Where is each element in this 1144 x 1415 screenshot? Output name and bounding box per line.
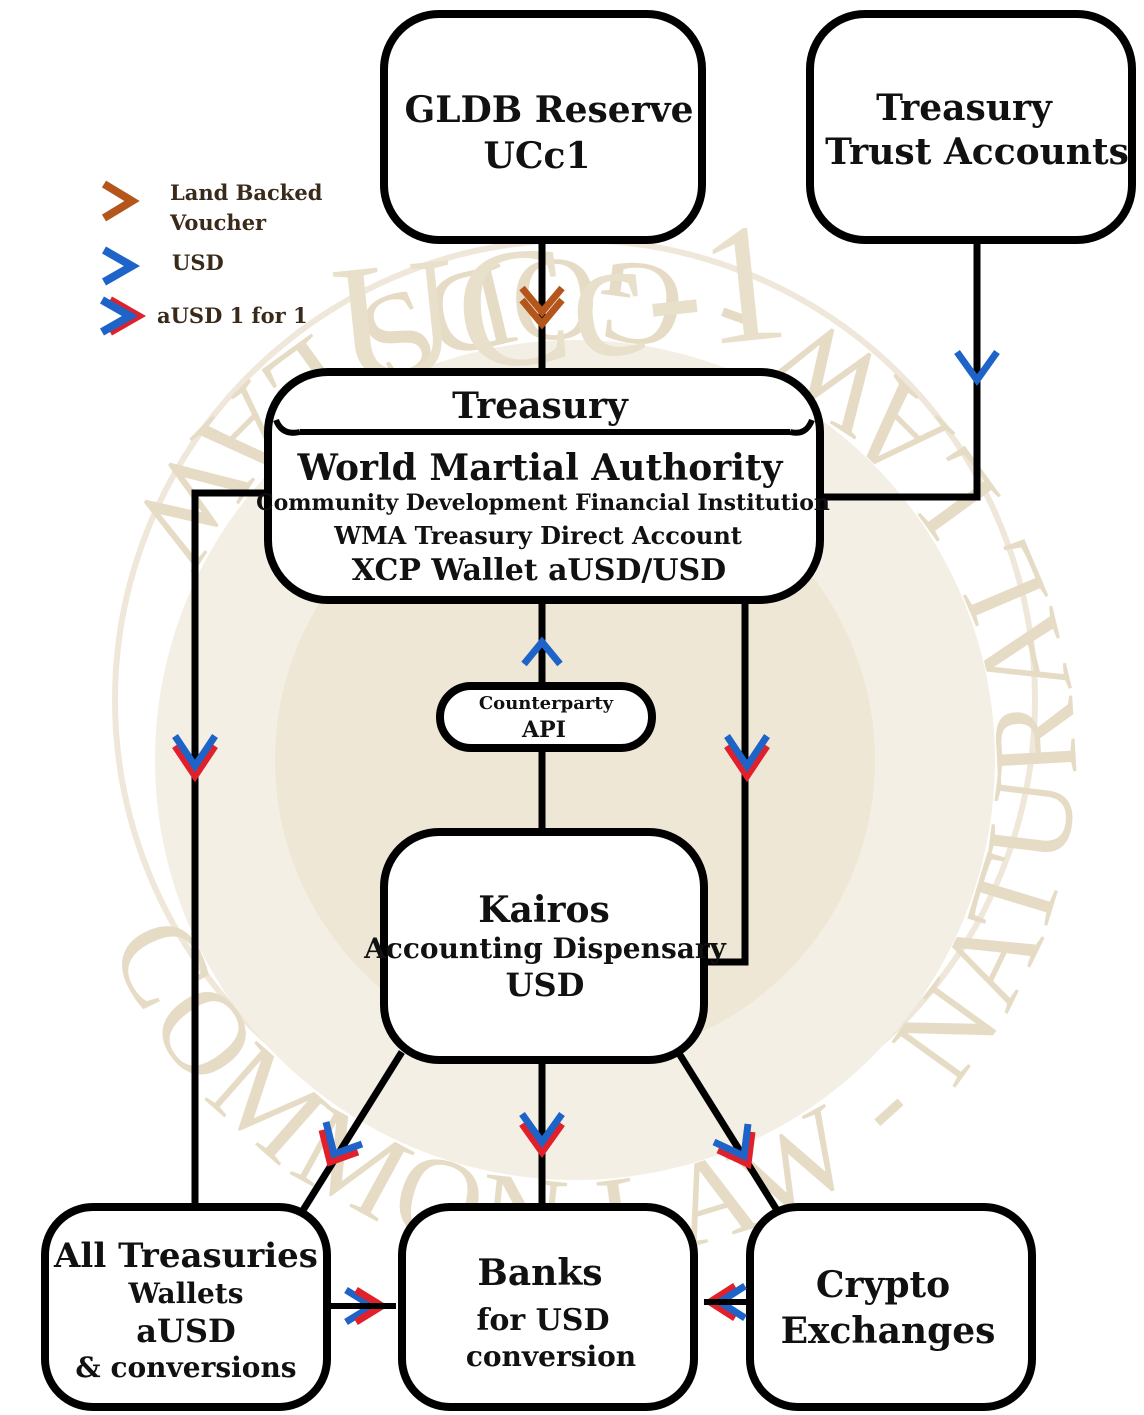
api-line1: Counterparty (479, 693, 614, 714)
ausd-arrow-to-banks-icon (519, 1121, 565, 1159)
legend: Land Backed Voucher USD aUSD 1 for 1 (100, 180, 323, 336)
all-treasuries-ausd: aUSD (136, 1312, 236, 1350)
gldb-reserve-title: GLDB Reserve (404, 89, 693, 131)
treasury-line-xcp-wallet: XCP Wallet aUSD/USD (352, 553, 726, 588)
crypto-title: Crypto (816, 1264, 950, 1306)
crypto-line2: Exchanges (781, 1310, 996, 1352)
legend-land-voucher-line2: Voucher (169, 210, 267, 235)
kairos-currency: USD (506, 966, 585, 1004)
trust-accounts-line1: Treasury (876, 87, 1053, 129)
kairos-title: Kairos (478, 889, 610, 931)
gldb-reserve-box (380, 10, 706, 244)
counterparty-api-box (436, 682, 656, 752)
legend-ausd-label: aUSD 1 for 1 (157, 303, 308, 328)
legend-usd-label: USD (172, 250, 224, 275)
ausd-arrow-to-crypto-icon (716, 1131, 756, 1170)
trust-accounts-line2: Trust Accounts (825, 131, 1129, 173)
treasury-header: Treasury (452, 385, 629, 427)
treasury-line-cdfi: Community Development Financial Institut… (256, 490, 830, 516)
all-treasuries-box (41, 1203, 331, 1411)
treasury-box (264, 368, 824, 604)
gldb-reserve-subtitle: UCc1 (483, 135, 590, 177)
banks-box (398, 1203, 698, 1411)
treasury-line-wma: World Martial Authority (297, 447, 784, 489)
usd-arrow-down-trust-icon (954, 349, 1000, 387)
all-treasuries-title: All Treasuries (53, 1236, 318, 1276)
ausd-arrow-to-treasuries-icon (318, 1129, 360, 1167)
api-line2: API (521, 717, 566, 743)
crypto-exchanges-box (746, 1203, 1036, 1411)
arrowheads (172, 285, 1000, 1325)
ausd-arrow-left-line-icon (172, 744, 218, 783)
treasury-line-direct-account: WMA Treasury Direct Account (333, 521, 742, 550)
kairos-subtitle: Accounting Dispensary (363, 932, 727, 965)
all-treasuries-conversions: & conversions (75, 1351, 296, 1384)
treasury-trust-accounts-box (806, 10, 1136, 244)
usd-arrow-up-api-icon (521, 636, 563, 667)
banks-line3: conversion (466, 1340, 636, 1373)
ausd-arrow-right-line-icon (724, 744, 770, 783)
kairos-box (380, 828, 708, 1064)
land-voucher-arrow-icon (519, 285, 565, 318)
banks-title: Banks (477, 1252, 602, 1294)
legend-land-voucher-line1: Land Backed (170, 180, 323, 205)
legend-land-voucher-icon (101, 180, 140, 222)
legend-usd-icon (102, 246, 141, 286)
all-treasuries-wallets: Wallets (128, 1277, 244, 1310)
banks-line2: for USD (476, 1303, 609, 1338)
